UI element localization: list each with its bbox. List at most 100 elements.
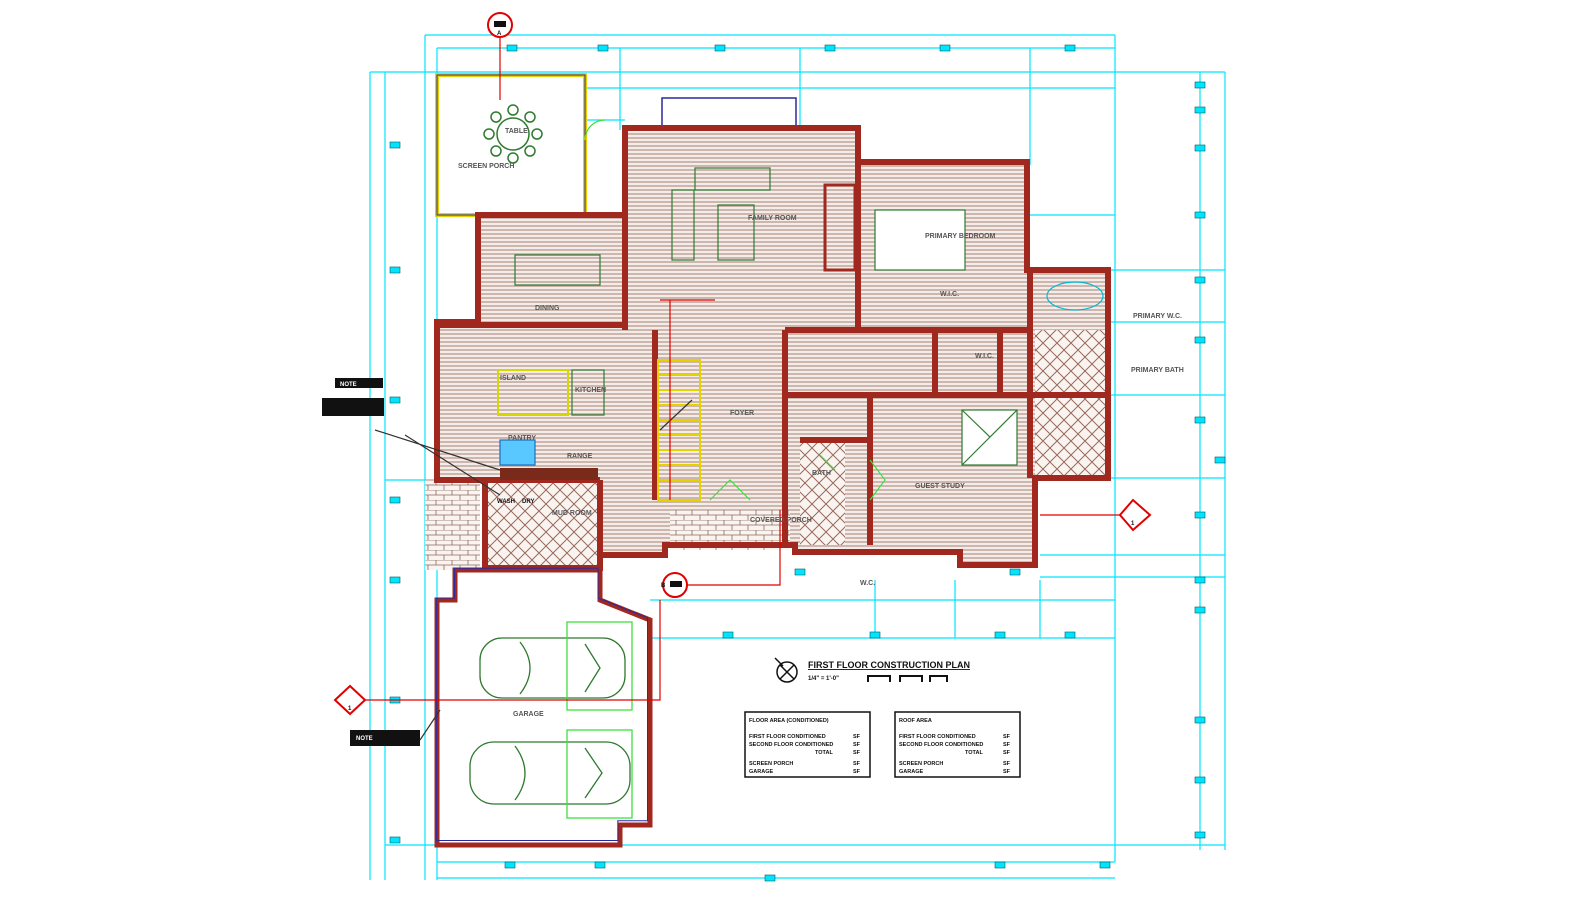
area-table-header: FLOOR AREA (CONDITIONED) [749,718,829,724]
drawing-title: FIRST FLOOR CONSTRUCTION PLAN [808,660,970,670]
dimension-tag [389,496,401,504]
dimension-tag [824,44,836,52]
room-label-primary-bath: PRIMARY BATH [1131,367,1184,374]
dimension-tag [1194,106,1206,114]
dimension-tag [714,44,726,52]
section-markers: A B 1 1 [333,12,1152,716]
dimension-tag [722,631,734,639]
dimension-tag [1064,44,1076,52]
area-tables: FLOOR AREA (CONDITIONED) FIRST FLOOR COND… [744,711,1021,778]
area-table: FLOOR AREA (CONDITIONED) FIRST FLOOR COND… [744,711,871,778]
side-entry-stone [425,480,480,570]
drawing-title-block: FIRST FLOOR CONSTRUCTION PLAN 1/4" = 1'-… [774,657,970,683]
svg-text:A: A [497,31,502,37]
dimension-tag [1194,416,1206,424]
room-label-guest-study: GUEST STUDY [915,483,965,490]
dimension-tag [794,568,806,576]
room-label-family-room: FAMILY ROOM [748,215,797,222]
stair [657,359,701,501]
section-cut-lines [345,25,1120,701]
dimension-tag [506,44,518,52]
section-marker: 1 [333,684,367,716]
dimension-tag [1194,831,1206,839]
note-text: NOTE [340,382,357,388]
room-label-primary-bedroom: PRIMARY BEDROOM [925,233,996,240]
svg-text:1: 1 [348,706,352,712]
area-table-header: ROOF AREA [899,718,932,724]
mud-room-tile [485,482,600,566]
dryer-label: DRY [522,499,534,505]
dimension-tag [764,874,776,882]
room-label-foyer: FOYER [730,410,754,417]
area-table-value: SF [1003,750,1011,756]
dimension-tag [389,576,401,584]
car-icon [469,729,633,819]
washer-label: WASH [497,499,515,505]
dimension-tag [1194,576,1206,584]
drawing-scale: 1/4" = 1'-0" [808,676,839,682]
dimension-tag [1194,144,1206,152]
dimension-tag [1194,606,1206,614]
dimension-tag [869,631,881,639]
room-label-bath: BATH [812,470,831,477]
bath-tile [800,440,845,545]
dimension-tag [504,861,516,869]
room-label-mud-room: MUD ROOM [552,510,592,517]
area-table-value: SF [853,761,861,767]
area-table-label: SECOND FLOOR CONDITIONED [749,742,833,748]
room-label-garage: GARAGE [513,711,544,718]
north-arrow-icon [774,657,798,683]
dimension-tag [1214,456,1226,464]
garage: GARAGE [434,567,653,848]
room-label-dining: DINING [535,305,560,312]
dimension-tag [389,396,401,404]
dimension-tag [1099,861,1111,869]
walls [434,125,1111,571]
dimension-tag [389,836,401,844]
area-table-value: SF [853,734,861,740]
room-label-pantry: PANTRY [508,435,536,442]
section-marker: B [661,572,688,598]
area-table-label: FIRST FLOOR CONDITIONED [899,734,976,740]
svg-text:1: 1 [1131,521,1135,527]
section-marker: A [487,12,513,38]
area-table-label: TOTAL [815,750,833,756]
dimension-tag [1194,511,1206,519]
dimension-tag [994,631,1006,639]
area-table-value: SF [1003,769,1011,775]
section-marker: 1 [1118,498,1152,532]
area-table-value: SF [1003,742,1011,748]
dimension-tag [1009,568,1021,576]
dimension-tag [389,266,401,274]
bathtub-icon [1046,281,1104,311]
area-table-value: SF [853,750,861,756]
range-label: RANGE [567,453,593,460]
dimension-tag [1194,336,1206,344]
note-text: NOTE [356,736,373,742]
sink-icon [499,439,536,466]
island-label: ISLAND [500,375,526,382]
area-table-value: SF [1003,734,1011,740]
dimension-tag [1194,276,1206,284]
area-table-label: TOTAL [965,750,983,756]
dining-table-icon [514,254,601,286]
dimension-tag [1064,631,1076,639]
room-label-wic: W.I.C. [975,353,994,360]
kitchen-island-icon [497,369,569,416]
svg-text:B: B [661,583,666,589]
screen-porch: TABLE SCREEN PORCH [435,73,587,217]
leader-notes: NOTE NOTE [322,378,501,746]
dimension-tag [1194,716,1206,724]
area-table-label: GARAGE [749,769,773,775]
round-table-icon [483,104,543,164]
area-table-value: SF [1003,761,1011,767]
room-label-covered-porch: COVERED PORCH [750,517,812,524]
area-table-label: SCREEN PORCH [749,761,793,767]
dimension-tag [1194,81,1206,89]
room-label-screen-porch: SCREEN PORCH [458,163,514,170]
area-table-label: FIRST FLOOR CONDITIONED [749,734,826,740]
door-swings [584,119,886,501]
room-label-wc: W.C. [860,580,875,587]
